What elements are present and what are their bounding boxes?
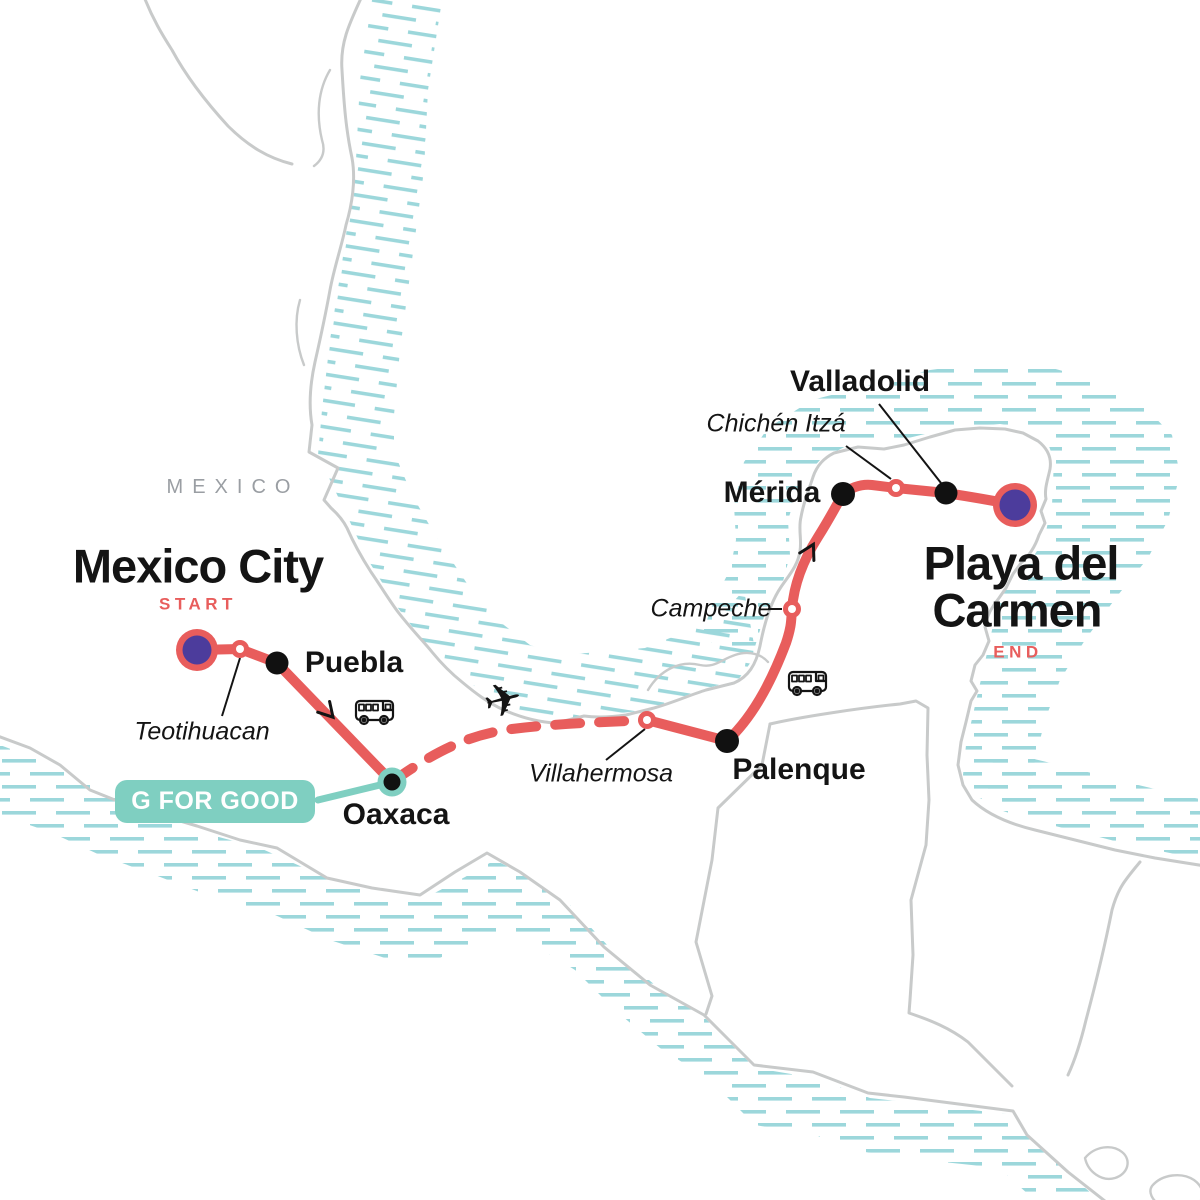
border-rio-grande — [143, 0, 294, 166]
route-leg-oaxaca-villahermosa-flight — [387, 715, 652, 787]
label-campeche: Campeche — [650, 594, 772, 623]
direction-arrow-campeche-merida — [798, 541, 816, 562]
hatch-gulf-coast — [318, 0, 756, 720]
label-chichen-itza: Chichén Itzá — [706, 409, 846, 438]
lagoon-veracruz — [295, 298, 306, 367]
island-bay-2 — [1149, 1174, 1200, 1200]
g-for-good-badge: G FOR GOOD — [115, 780, 315, 823]
marker-chichen-itza — [887, 479, 905, 497]
coastline-gulf-yucatan — [307, 0, 1200, 867]
route-leg-mexicocity-oaxaca — [192, 644, 397, 787]
label-playa-del-carmen-line1: Playa del — [923, 536, 1120, 590]
bus-icon-palenque-leg — [787, 670, 828, 697]
stop-markers — [176, 479, 1037, 797]
marker-oaxaca — [377, 767, 407, 797]
marker-villahermosa — [638, 711, 656, 729]
border-guatemala-west — [694, 722, 772, 1016]
label-puebla: Puebla — [304, 646, 404, 679]
g-for-good-badge-label: G FOR GOOD — [131, 787, 299, 815]
lagoon-tamaulipas-1 — [312, 68, 332, 168]
marker-merida — [831, 482, 855, 506]
label-merida: Mérida — [723, 476, 821, 509]
label-palenque: Palenque — [732, 753, 866, 786]
label-oaxaca: Oaxaca — [342, 798, 450, 831]
start-tag: START — [159, 594, 237, 614]
label-playa-del-carmen-line2: Carmen — [932, 583, 1102, 637]
callout-chichen-itza — [845, 445, 892, 480]
callout-lines — [221, 403, 942, 761]
label-mexico-city: Mexico City — [72, 539, 324, 593]
route-leg-villahermosa-playa — [642, 479, 1020, 746]
route-group — [192, 479, 1020, 787]
marker-campeche — [783, 600, 801, 618]
callout-villahermosa — [605, 728, 646, 761]
direction-arrow-puebla-oaxaca — [316, 699, 336, 720]
callout-valladolid — [878, 403, 942, 484]
label-teotihuacan: Teotihuacan — [134, 717, 270, 746]
marker-palenque — [715, 729, 739, 753]
hatch-gulf-of-honduras — [985, 750, 1200, 859]
lagoon-terminos — [646, 651, 770, 692]
marker-valladolid — [934, 481, 958, 505]
hatch-pacific-coast — [0, 745, 1100, 1200]
border-guatemala-north — [768, 699, 1014, 1088]
island-bay-1 — [1083, 1146, 1129, 1181]
end-tag: END — [993, 642, 1043, 662]
callout-teotihuacan — [221, 657, 241, 717]
country-label-mexico: MEXICO — [166, 476, 300, 498]
marker-playa-del-carmen-end — [993, 483, 1037, 527]
label-valladolid: Valladolid — [789, 365, 931, 398]
marker-puebla — [265, 651, 289, 675]
label-villahermosa: Villahermosa — [528, 759, 674, 788]
g-for-good-connector — [314, 781, 384, 804]
hatch-yucatan-caribbean — [700, 362, 1180, 815]
bus-icon-puebla-leg — [354, 699, 395, 726]
marker-mexico-city-start — [176, 629, 218, 671]
route-direction-arrows — [316, 541, 816, 720]
marker-teotihuacan — [231, 640, 249, 658]
border-honduras — [1066, 860, 1142, 1077]
